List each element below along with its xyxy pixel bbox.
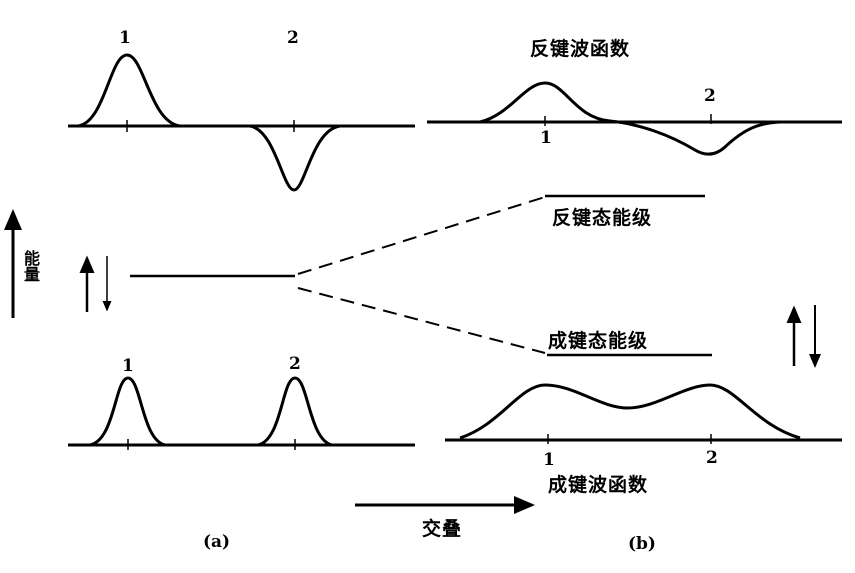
orbital-label-1-top: 1 (119, 28, 131, 48)
antibonding-label-1: 1 (540, 128, 552, 148)
bonding-label-2: 2 (706, 448, 718, 468)
bonding-level-label: 成键态能级 (548, 330, 649, 352)
antibonding-level-label: 反键态能级 (552, 207, 653, 229)
bonding-wavefunction-curve (459, 383, 801, 440)
split-dashed-upper (297, 196, 546, 275)
split-dashed-lower (297, 287, 546, 354)
energy-axis-label: 能量 (21, 250, 40, 282)
caption-a: (a) (203, 532, 231, 552)
antibonding-wavefunction-title: 反键波函数 (530, 38, 631, 60)
orbital-2-negative (249, 124, 341, 192)
orbital-1-positive (77, 53, 181, 128)
orbital-label-2-bottom: 2 (289, 354, 301, 374)
bonding-label-1: 1 (543, 450, 555, 470)
orbital-1-bottom (89, 376, 166, 447)
orbital-label-2-top: 2 (287, 28, 299, 48)
orbital-2-bottom (257, 376, 333, 447)
overlap-axis-label: 交叠 (422, 518, 463, 540)
antibonding-label-2: 2 (704, 86, 716, 106)
antibonding-wavefunction-curve (479, 81, 781, 156)
orbital-label-1-bottom: 1 (122, 356, 134, 376)
caption-b: (b) (628, 534, 656, 554)
bonding-wavefunction-title: 成键波函数 (548, 474, 649, 496)
